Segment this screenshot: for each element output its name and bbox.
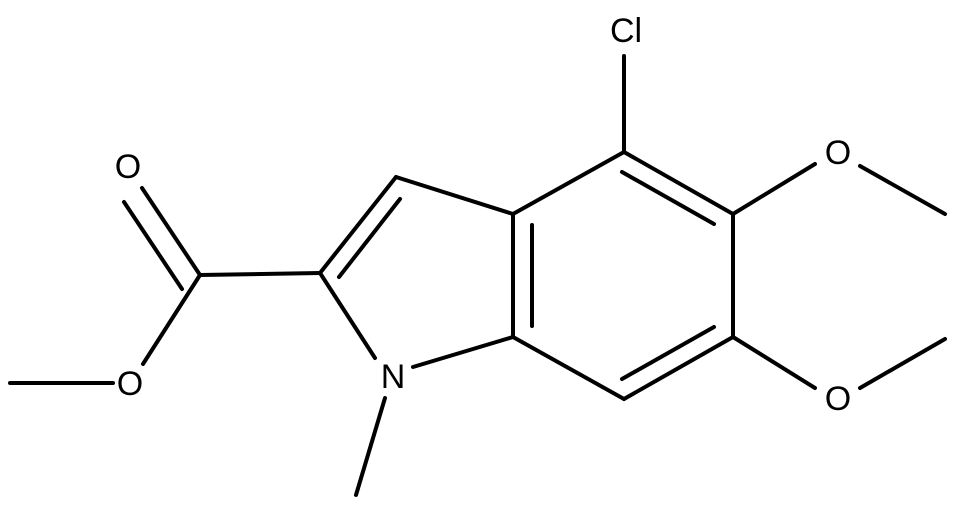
bond-n1-c7a	[411, 335, 515, 369]
bond-c3a-c3	[394, 175, 515, 216]
bond-c5-o	[731, 162, 817, 216]
bond-c4-c5-inner	[620, 170, 716, 226]
bond-carbonyl-co	[140, 186, 202, 277]
ester-oxygen-label: O	[117, 365, 143, 403]
chlorine-label: Cl	[610, 12, 642, 50]
carbonyl-oxygen-label: O	[115, 148, 141, 186]
methoxy-oxygen-6-label: O	[825, 380, 851, 418]
bond-c6-o	[731, 335, 817, 390]
methoxy-oxygen-5-label: O	[825, 134, 851, 172]
bond-c3a-c4	[511, 150, 626, 216]
bond-c7-c7a	[511, 335, 626, 401]
bond-c2-ccarbonyl	[198, 271, 322, 277]
bond-c3-c2-inner	[337, 197, 402, 279]
atom-label-group: Cl O O O O N	[115, 12, 851, 418]
bond-o6-methyl	[858, 337, 947, 390]
bond-c3-c2	[318, 175, 398, 275]
bond-carbonyl-co-inner	[122, 200, 184, 291]
bond-group	[8, 54, 947, 497]
ring-nitrogen-label: N	[381, 358, 406, 396]
bond-c2-n1	[318, 271, 377, 360]
bond-c4-c5	[622, 150, 735, 216]
bond-carbonyl-oester	[141, 273, 202, 366]
bond-o5-methyl	[858, 164, 947, 216]
bond-n1-methyl	[354, 396, 387, 497]
bond-c6-c7-inner	[620, 325, 716, 381]
bond-c6-c7	[622, 335, 735, 401]
